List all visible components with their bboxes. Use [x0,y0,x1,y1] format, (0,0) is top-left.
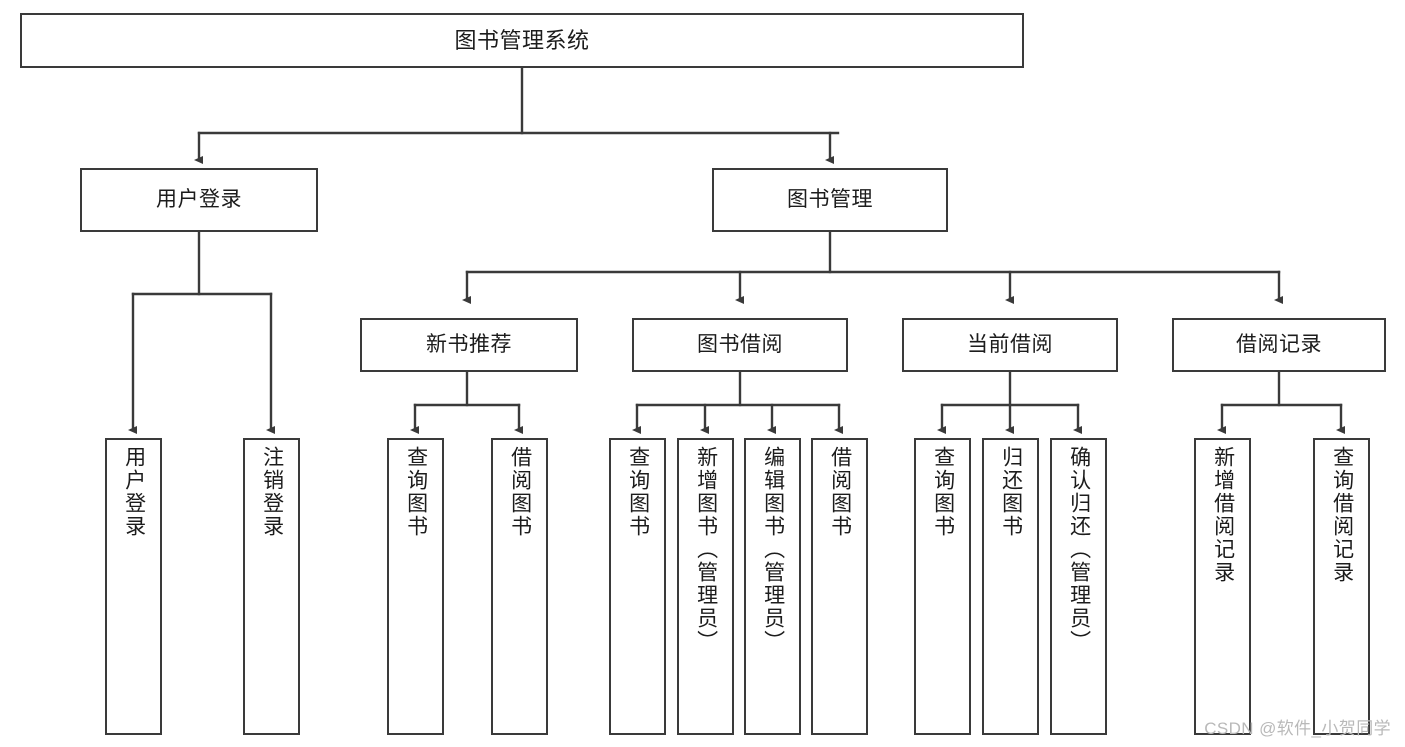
leaf-query-book-recommend[interactable]: 查询图书 [387,438,444,735]
leaf-query-book-borrow[interactable]: 查询图书 [609,438,666,735]
node-label: 新增图书（管理员） [694,446,718,653]
node-label: 当前借阅 [967,332,1053,356]
node-label: 注销登录 [260,446,284,538]
node-root-system[interactable]: 图书管理系统 [20,13,1024,68]
leaf-borrow-book[interactable]: 借阅图书 [811,438,868,735]
node-new-book-recommend[interactable]: 新书推荐 [360,318,578,372]
node-label: 借阅图书 [828,446,852,538]
leaf-edit-book-admin[interactable]: 编辑图书（管理员） [744,438,801,735]
node-label: 查询图书 [626,446,650,538]
node-label: 图书借阅 [697,332,783,356]
node-label: 借阅图书 [508,446,532,538]
leaf-query-borrow-record[interactable]: 查询借阅记录 [1313,438,1370,735]
node-current-borrow[interactable]: 当前借阅 [902,318,1118,372]
leaf-return-book[interactable]: 归还图书 [982,438,1039,735]
node-label: 图书管理 [787,187,873,211]
node-label: 新书推荐 [426,332,512,356]
node-label: 借阅记录 [1236,332,1322,356]
leaf-borrow-book-recommend[interactable]: 借阅图书 [491,438,548,735]
leaf-add-borrow-record[interactable]: 新增借阅记录 [1194,438,1251,735]
node-label: 查询图书 [404,446,428,538]
csdn-watermark: CSDN @软件_小贺同学 [1204,719,1391,738]
node-book-manage[interactable]: 图书管理 [712,168,948,232]
node-user-login[interactable]: 用户登录 [80,168,318,232]
node-book-borrow[interactable]: 图书借阅 [632,318,848,372]
leaf-query-book-current[interactable]: 查询图书 [914,438,971,735]
node-label: 查询图书 [931,446,955,538]
leaf-add-book-admin[interactable]: 新增图书（管理员） [677,438,734,735]
leaf-user-login[interactable]: 用户登录 [105,438,162,735]
node-label: 用户登录 [156,187,242,211]
node-label: 编辑图书（管理员） [761,446,785,653]
node-label: 确认归还（管理员） [1067,446,1091,653]
node-label: 归还图书 [999,446,1023,538]
node-label: 查询借阅记录 [1330,446,1354,584]
leaf-confirm-return-admin[interactable]: 确认归还（管理员） [1050,438,1107,735]
node-label: 图书管理系统 [454,27,590,53]
node-label: 新增借阅记录 [1211,446,1235,584]
leaf-logout-login[interactable]: 注销登录 [243,438,300,735]
node-borrow-record[interactable]: 借阅记录 [1172,318,1386,372]
node-label: 用户登录 [122,446,146,538]
